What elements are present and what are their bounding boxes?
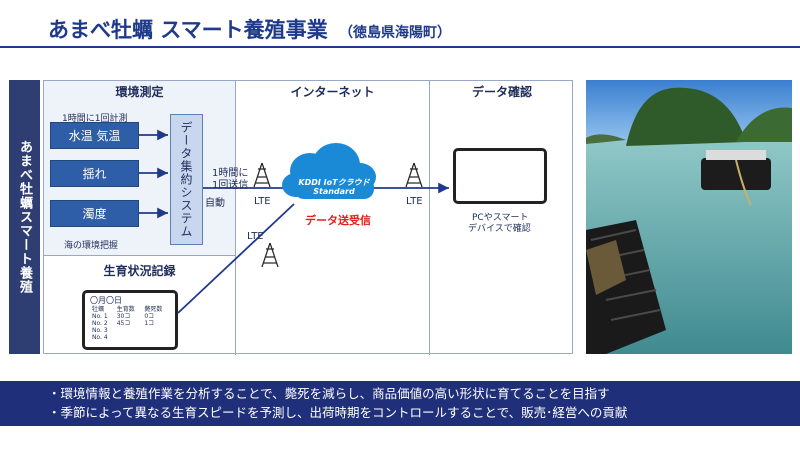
- pc-screen: [453, 148, 547, 204]
- lte-tower-icon: [253, 162, 271, 188]
- summary-line-2: ・季節によって異なる生育スピードを予測し、出荷時期をコントロールすることで、販売…: [48, 405, 628, 420]
- lte-label: LTE: [254, 196, 271, 207]
- record-date: 〇月〇日: [90, 296, 122, 305]
- internet-panel: インターネット: [236, 81, 430, 355]
- cloud-icon: [282, 143, 376, 199]
- growth-panel-title: 生育状況記録: [103, 264, 176, 278]
- sensor-temperature: 水温 気温: [50, 122, 139, 149]
- record-cell: No. 3: [92, 327, 108, 334]
- lte-label: LTE: [247, 231, 264, 242]
- title-divider: [0, 46, 800, 48]
- check-caption-1: PCやスマート: [472, 213, 529, 223]
- sensor-sway: 揺れ: [50, 160, 139, 187]
- record-cell: No. 4: [92, 334, 108, 341]
- system-diagram: 環境測定 1時間に1回計測 水温 気温 揺れ 濁度 海の環境把握 データ集約シス…: [43, 80, 574, 355]
- check-caption-2: デバイスで確認: [468, 224, 531, 234]
- auto-label: 自動: [205, 198, 225, 209]
- record-header: 斃死数: [144, 306, 163, 313]
- send-rate-2: 1回送信: [212, 180, 249, 191]
- env-frequency: 1時間に1回計測: [62, 114, 128, 124]
- record-cell: No. 2: [92, 320, 108, 327]
- record-header: 牡蠣: [92, 306, 105, 313]
- record-header: 生育数: [116, 306, 135, 313]
- data-aggregation-system: データ集約システム: [170, 114, 203, 245]
- internet-panel-title: インターネット: [290, 85, 375, 99]
- side-label: あまべ牡蠣スマート養殖: [9, 80, 40, 354]
- sensor-turbidity: 濁度: [50, 200, 139, 227]
- summary-line-1: ・環境情報と養殖作業を分析することで、斃死を減らし、商品価値の高い形状に育てるこ…: [48, 386, 610, 401]
- growth-record-tablet: 〇月〇日 牡蠣 生育数 斃死数 No. 1 30コ 0コ No. 2 45コ 1…: [82, 290, 178, 350]
- cloud-line-1: KDDI IoTクラウド: [298, 178, 370, 187]
- record-cell: No. 1: [92, 313, 108, 320]
- record-cell: 45コ: [116, 320, 131, 327]
- cloud-name: KDDI IoTクラウド Standard: [294, 178, 374, 196]
- env-caption: 海の環境把握: [64, 241, 119, 251]
- record-cell: 30コ: [116, 313, 131, 320]
- env-panel-title: 環境測定: [115, 85, 164, 99]
- sea-scene-image: [586, 80, 792, 354]
- lte-label: LTE: [406, 196, 423, 207]
- lte-tower-icon: [261, 242, 279, 268]
- growth-panel: 生育状況記録: [44, 256, 236, 355]
- check-panel-title: データ確認: [471, 85, 532, 99]
- data-send-label: データ送受信: [305, 214, 371, 227]
- oyster-farm-photo: [586, 80, 792, 354]
- record-cell: 0コ: [144, 313, 155, 320]
- cloud-line-2: Standard: [313, 187, 355, 196]
- check-panel: データ確認: [430, 81, 574, 355]
- summary-banner: ・環境情報と養殖作業を分析することで、斃死を減らし、商品価値の高い形状に育てるこ…: [0, 381, 800, 426]
- lte-tower-icon: [405, 162, 423, 188]
- growth-record-table: 牡蠣 生育数 斃死数 No. 1 30コ 0コ No. 2 45コ 1コ No.…: [90, 306, 170, 341]
- sensor-arrows: [139, 129, 168, 219]
- send-rate-1: 1時間に: [212, 168, 249, 179]
- record-cell: 1コ: [144, 320, 155, 327]
- page-title: あまべ牡蠣 スマート養殖事業 （徳島県海陽町）: [48, 14, 451, 44]
- env-panel: 環境測定 1時間に1回計測 水温 気温 揺れ 濁度 海の環境把握 データ集約シス…: [44, 81, 236, 256]
- title-subtitle: （徳島県海陽町）: [339, 25, 451, 41]
- title-main: あまべ牡蠣 スマート養殖事業: [48, 18, 328, 42]
